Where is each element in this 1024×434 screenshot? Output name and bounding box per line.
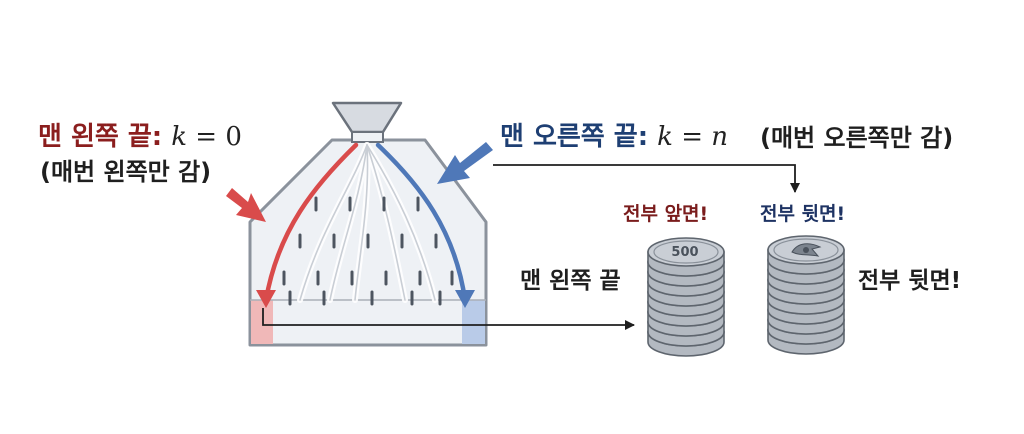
arrow-icon bbox=[493, 164, 800, 193]
all-tails-label: 전부 뒷면! bbox=[858, 268, 962, 294]
all-heads-label: 전부 앞면! bbox=[623, 203, 709, 225]
coin-stack-heads-icon bbox=[647, 237, 725, 357]
left-bin bbox=[251, 300, 273, 344]
pegs bbox=[282, 196, 454, 306]
right-path-arrowhead bbox=[455, 290, 475, 308]
left-end-label: 맨 왼쪽 끝 bbox=[520, 268, 621, 294]
coin-rim bbox=[773, 238, 839, 262]
coin-stack-tails-icon bbox=[767, 235, 845, 355]
left-path-arrowhead bbox=[256, 290, 276, 308]
arrow-icon bbox=[262, 308, 635, 330]
blue-pointer-arrow bbox=[437, 142, 493, 184]
coin-emblem-icon bbox=[791, 243, 822, 257]
right-bin bbox=[462, 300, 485, 344]
left-path bbox=[263, 142, 359, 303]
right-path bbox=[375, 142, 468, 303]
all-tails-small-label: 전부 뒷면! bbox=[760, 203, 846, 225]
coin-face bbox=[647, 237, 725, 267]
left-edge-label: 맨 왼쪽 끝: k = 0 bbox=[38, 122, 242, 152]
red-pointer-arrow bbox=[226, 188, 266, 222]
left-edge-note: (매번 왼쪽만 감) bbox=[40, 158, 212, 186]
galton-board-icon bbox=[248, 101, 488, 347]
coin-value-label: 500 bbox=[671, 245, 698, 260]
coin-rim bbox=[653, 240, 719, 264]
right-edge-note: (매번 오른쪽만 감) bbox=[760, 124, 954, 152]
funnel-icon bbox=[331, 101, 403, 134]
right-edge-label: 맨 오른쪽 끝: k = n bbox=[500, 122, 729, 152]
